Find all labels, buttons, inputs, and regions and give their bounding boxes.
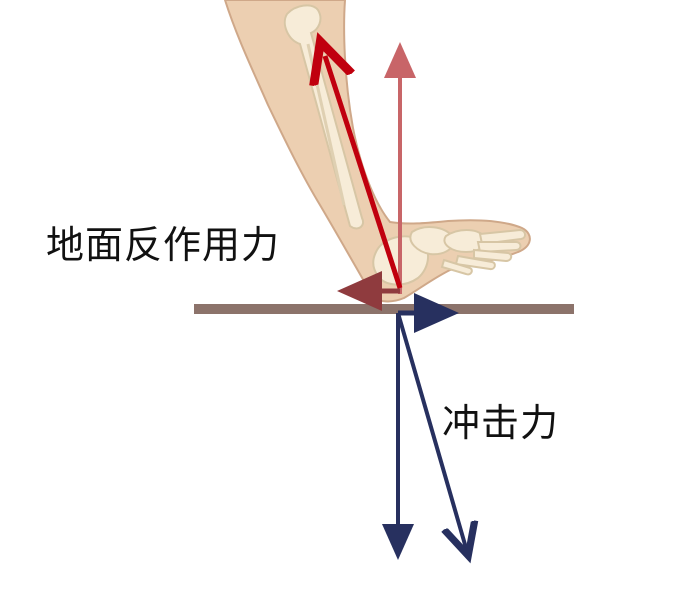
ground-line: [194, 304, 574, 314]
ground-reaction-force-label: 地面反作用力: [46, 226, 280, 264]
impact-force-label: 冲击力: [442, 404, 559, 442]
